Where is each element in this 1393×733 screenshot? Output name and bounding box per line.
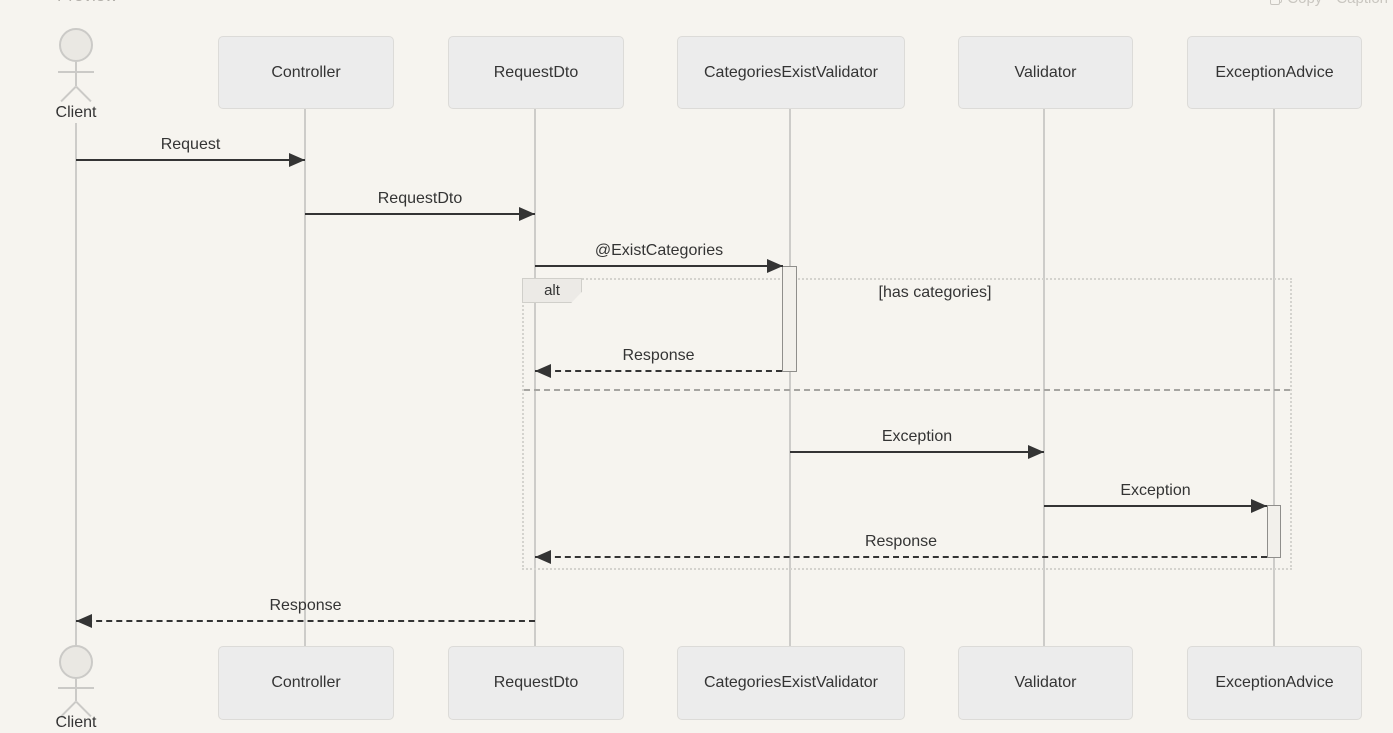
participant-label: ExceptionAdvice	[1215, 63, 1334, 81]
actor-client-top-label: Client	[55, 104, 97, 121]
lifeline-client	[75, 123, 77, 648]
message-request-label: Request	[160, 136, 221, 153]
message-response-to-client: Response	[76, 597, 535, 628]
message-exception-to-advice: Exception	[1044, 482, 1267, 513]
copy-icon	[1270, 0, 1283, 5]
participant-top-requestdto: RequestDto	[448, 36, 624, 109]
arrowhead-icon	[519, 207, 535, 221]
message-requestdto-label: RequestDto	[377, 190, 463, 207]
participant-label: Validator	[1014, 674, 1077, 691]
alt-frame-divider	[524, 389, 1290, 391]
caption-button[interactable]: Caption	[1336, 0, 1388, 7]
message-exception-label: Exception	[881, 428, 953, 445]
message-response2-label: Response	[864, 533, 938, 550]
arrowhead-icon	[289, 153, 305, 167]
participant-bottom-categoriesexistvalidator: CategoriesExistValidator	[677, 646, 905, 720]
message-exception-to-validator: Exception	[790, 428, 1044, 459]
lifeline-exceptionadvice	[1273, 107, 1275, 646]
participant-label: RequestDto	[493, 674, 579, 691]
lifeline-categoriesexistvalidator	[789, 107, 791, 646]
arrowhead-icon	[1251, 499, 1267, 513]
arrowhead-icon	[1028, 445, 1044, 459]
lifeline-controller	[304, 107, 306, 646]
preview-heading: Preview	[57, 0, 117, 6]
alt-frame: alt	[522, 278, 1292, 570]
participant-label: Controller	[271, 674, 341, 691]
participant-bottom-exceptionadvice: ExceptionAdvice	[1187, 646, 1362, 720]
participant-label: ExceptionAdvice	[1215, 674, 1334, 691]
arrowhead-icon	[76, 614, 92, 628]
alt-frame-operator-label: alt	[522, 278, 582, 303]
message-request: Request	[76, 136, 305, 167]
participant-bottom-validator: Validator	[958, 646, 1133, 720]
message-exception2-label: Exception	[1120, 482, 1191, 499]
message-existcategories: @ExistCategories	[535, 242, 783, 273]
message-response3-label: Response	[269, 597, 342, 614]
copy-button[interactable]: Copy	[1270, 0, 1322, 7]
participant-top-validator: Validator	[958, 36, 1133, 109]
activation-categoriesexistvalidator	[782, 266, 797, 372]
participant-label: CategoriesExistValidator	[703, 63, 878, 81]
participant-top-controller: Controller	[218, 36, 394, 109]
participant-label: CategoriesExistValidator	[703, 674, 878, 691]
arrowhead-icon	[767, 259, 783, 273]
participant-bottom-controller: Controller	[218, 646, 394, 720]
participant-bottom-requestdto: RequestDto	[448, 646, 624, 720]
participant-label: Validator	[1014, 63, 1077, 81]
participant-top-categoriesexistvalidator: CategoriesExistValidator	[677, 36, 905, 109]
message-requestdto: RequestDto	[305, 190, 535, 221]
actor-client-bottom-label: Client	[55, 714, 97, 731]
lifeline-validator	[1043, 107, 1045, 646]
message-response-advice-to-dto: Response	[535, 533, 1267, 564]
diagram-toolbar: Copy Caption	[1270, 0, 1388, 7]
activation-exceptionadvice	[1267, 505, 1281, 558]
copy-button-label: Copy	[1287, 0, 1322, 7]
message-existcategories-label: @ExistCategories	[594, 242, 724, 259]
arrowhead-icon	[535, 364, 551, 378]
alt-frame-guard-condition: [has categories]	[878, 284, 992, 301]
message-response-validator-to-dto: Response	[535, 347, 782, 378]
participant-top-exceptionadvice: ExceptionAdvice	[1187, 36, 1362, 109]
participant-label: Controller	[271, 63, 341, 81]
arrowhead-icon	[535, 550, 551, 564]
participant-label: RequestDto	[493, 63, 579, 81]
message-response-label: Response	[622, 347, 695, 364]
